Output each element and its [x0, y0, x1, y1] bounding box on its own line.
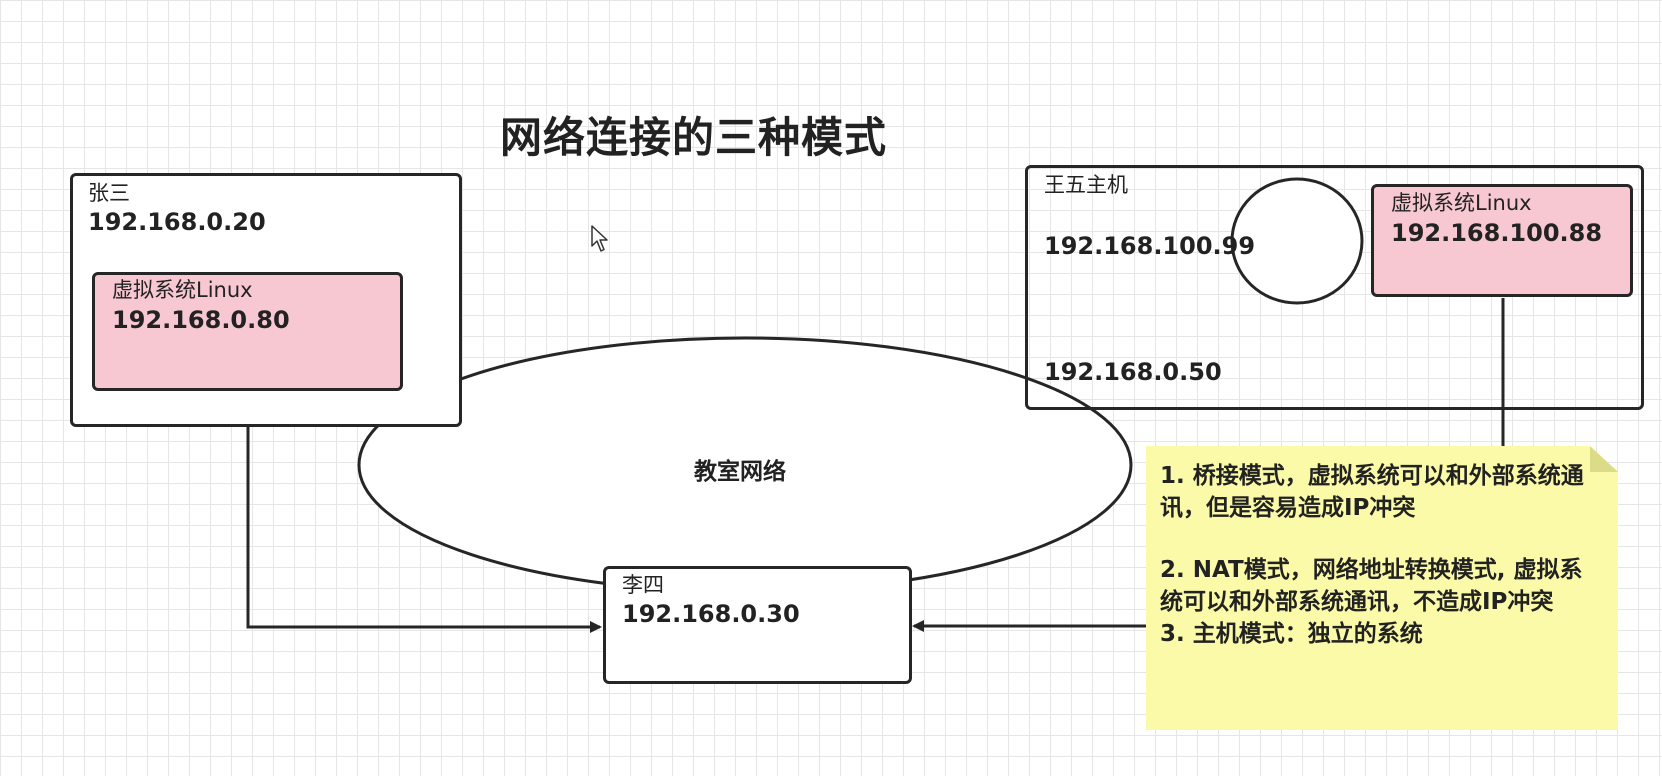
host-ip-lisi: 192.168.0.30 — [622, 600, 800, 628]
host-box-lisi[interactable] — [603, 566, 912, 684]
bridge-connector — [242, 384, 602, 633]
vm-label-zhangsan: 虚拟系统Linux — [112, 278, 253, 302]
vm-box-zhangsan[interactable] — [92, 272, 403, 391]
vm-ip-zhangsan: 192.168.0.80 — [112, 306, 290, 334]
nat-circle — [1230, 177, 1364, 305]
note-bridge-mode: 1. 桥接模式，虚拟系统可以和外部系统通讯，但是容易造成IP冲突 — [1160, 463, 1584, 521]
modes-note[interactable]: 1. 桥接模式，虚拟系统可以和外部系统通讯，但是容易造成IP冲突 2. NAT模… — [1146, 446, 1618, 730]
host-name-lisi: 李四 — [622, 573, 664, 597]
diagram-title: 网络连接的三种模式 — [500, 113, 888, 162]
host-box-wangwu[interactable] — [1025, 165, 1644, 410]
network-label: 教室网络 — [694, 459, 786, 485]
note-host-mode: 3. 主机模式：独立的系统 — [1160, 621, 1423, 647]
host-ip-external-wangwu: 192.168.0.50 — [1044, 358, 1222, 386]
host-name-wangwu: 王五主机 — [1044, 173, 1128, 197]
vm-box-wangwu[interactable] — [1371, 184, 1633, 297]
host-name-zhangsan: 张三 — [88, 181, 130, 205]
host-ip-internal-wangwu: 192.168.100.99 — [1044, 232, 1256, 260]
vm-label-wangwu: 虚拟系统Linux — [1391, 191, 1532, 215]
host-ip-zhangsan: 192.168.0.20 — [88, 208, 266, 236]
note-nat-mode: 2. NAT模式，网络地址转换模式, 虚拟系统可以和外部系统通讯，不造成IP冲突 — [1160, 557, 1583, 615]
vm-ip-wangwu: 192.168.100.88 — [1391, 219, 1603, 247]
mouse-cursor-icon — [591, 225, 608, 252]
